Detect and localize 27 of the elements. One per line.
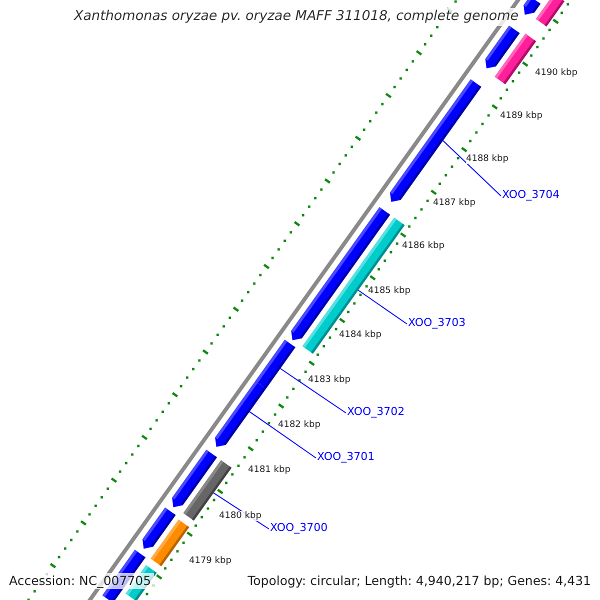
leader-line xyxy=(280,368,346,414)
gene-segment xyxy=(536,0,564,26)
leader-line xyxy=(249,411,316,458)
scale-label: 4186 kbp xyxy=(402,241,444,252)
scale-label: 4183 kbp xyxy=(308,375,350,386)
gene-segment xyxy=(150,520,190,566)
gene-label: XOO_3702 xyxy=(347,406,405,419)
gene-label: XOO_3701 xyxy=(317,451,375,464)
scale-label: 4185 kbp xyxy=(368,286,410,296)
gene-segment xyxy=(494,34,536,84)
accession-text: Accession: NC_007705 xyxy=(6,573,154,590)
scale-label: 4188 kbp xyxy=(466,154,508,164)
gene-label: XOO_3704 xyxy=(502,189,560,202)
gene-segment xyxy=(524,0,541,15)
leader-line xyxy=(442,140,502,196)
gene-label: XOO_3703 xyxy=(408,317,466,330)
scale-label: 4187 kbp xyxy=(433,198,476,208)
scale-label: 4181 kbp xyxy=(248,465,290,476)
scale-label: 4190 kbp xyxy=(535,68,578,78)
scale-label: 4189 kbp xyxy=(500,111,542,122)
gene-label: XOO_3700 xyxy=(270,522,328,535)
gene-segment xyxy=(255,340,296,389)
scale-label: 4179 kbp xyxy=(189,556,232,566)
scale-label: 4182 kbp xyxy=(278,420,320,430)
scale-label: 4180 kbp xyxy=(219,511,262,522)
gene-segment xyxy=(215,381,266,447)
scale-label: 4184 kbp xyxy=(339,330,382,340)
